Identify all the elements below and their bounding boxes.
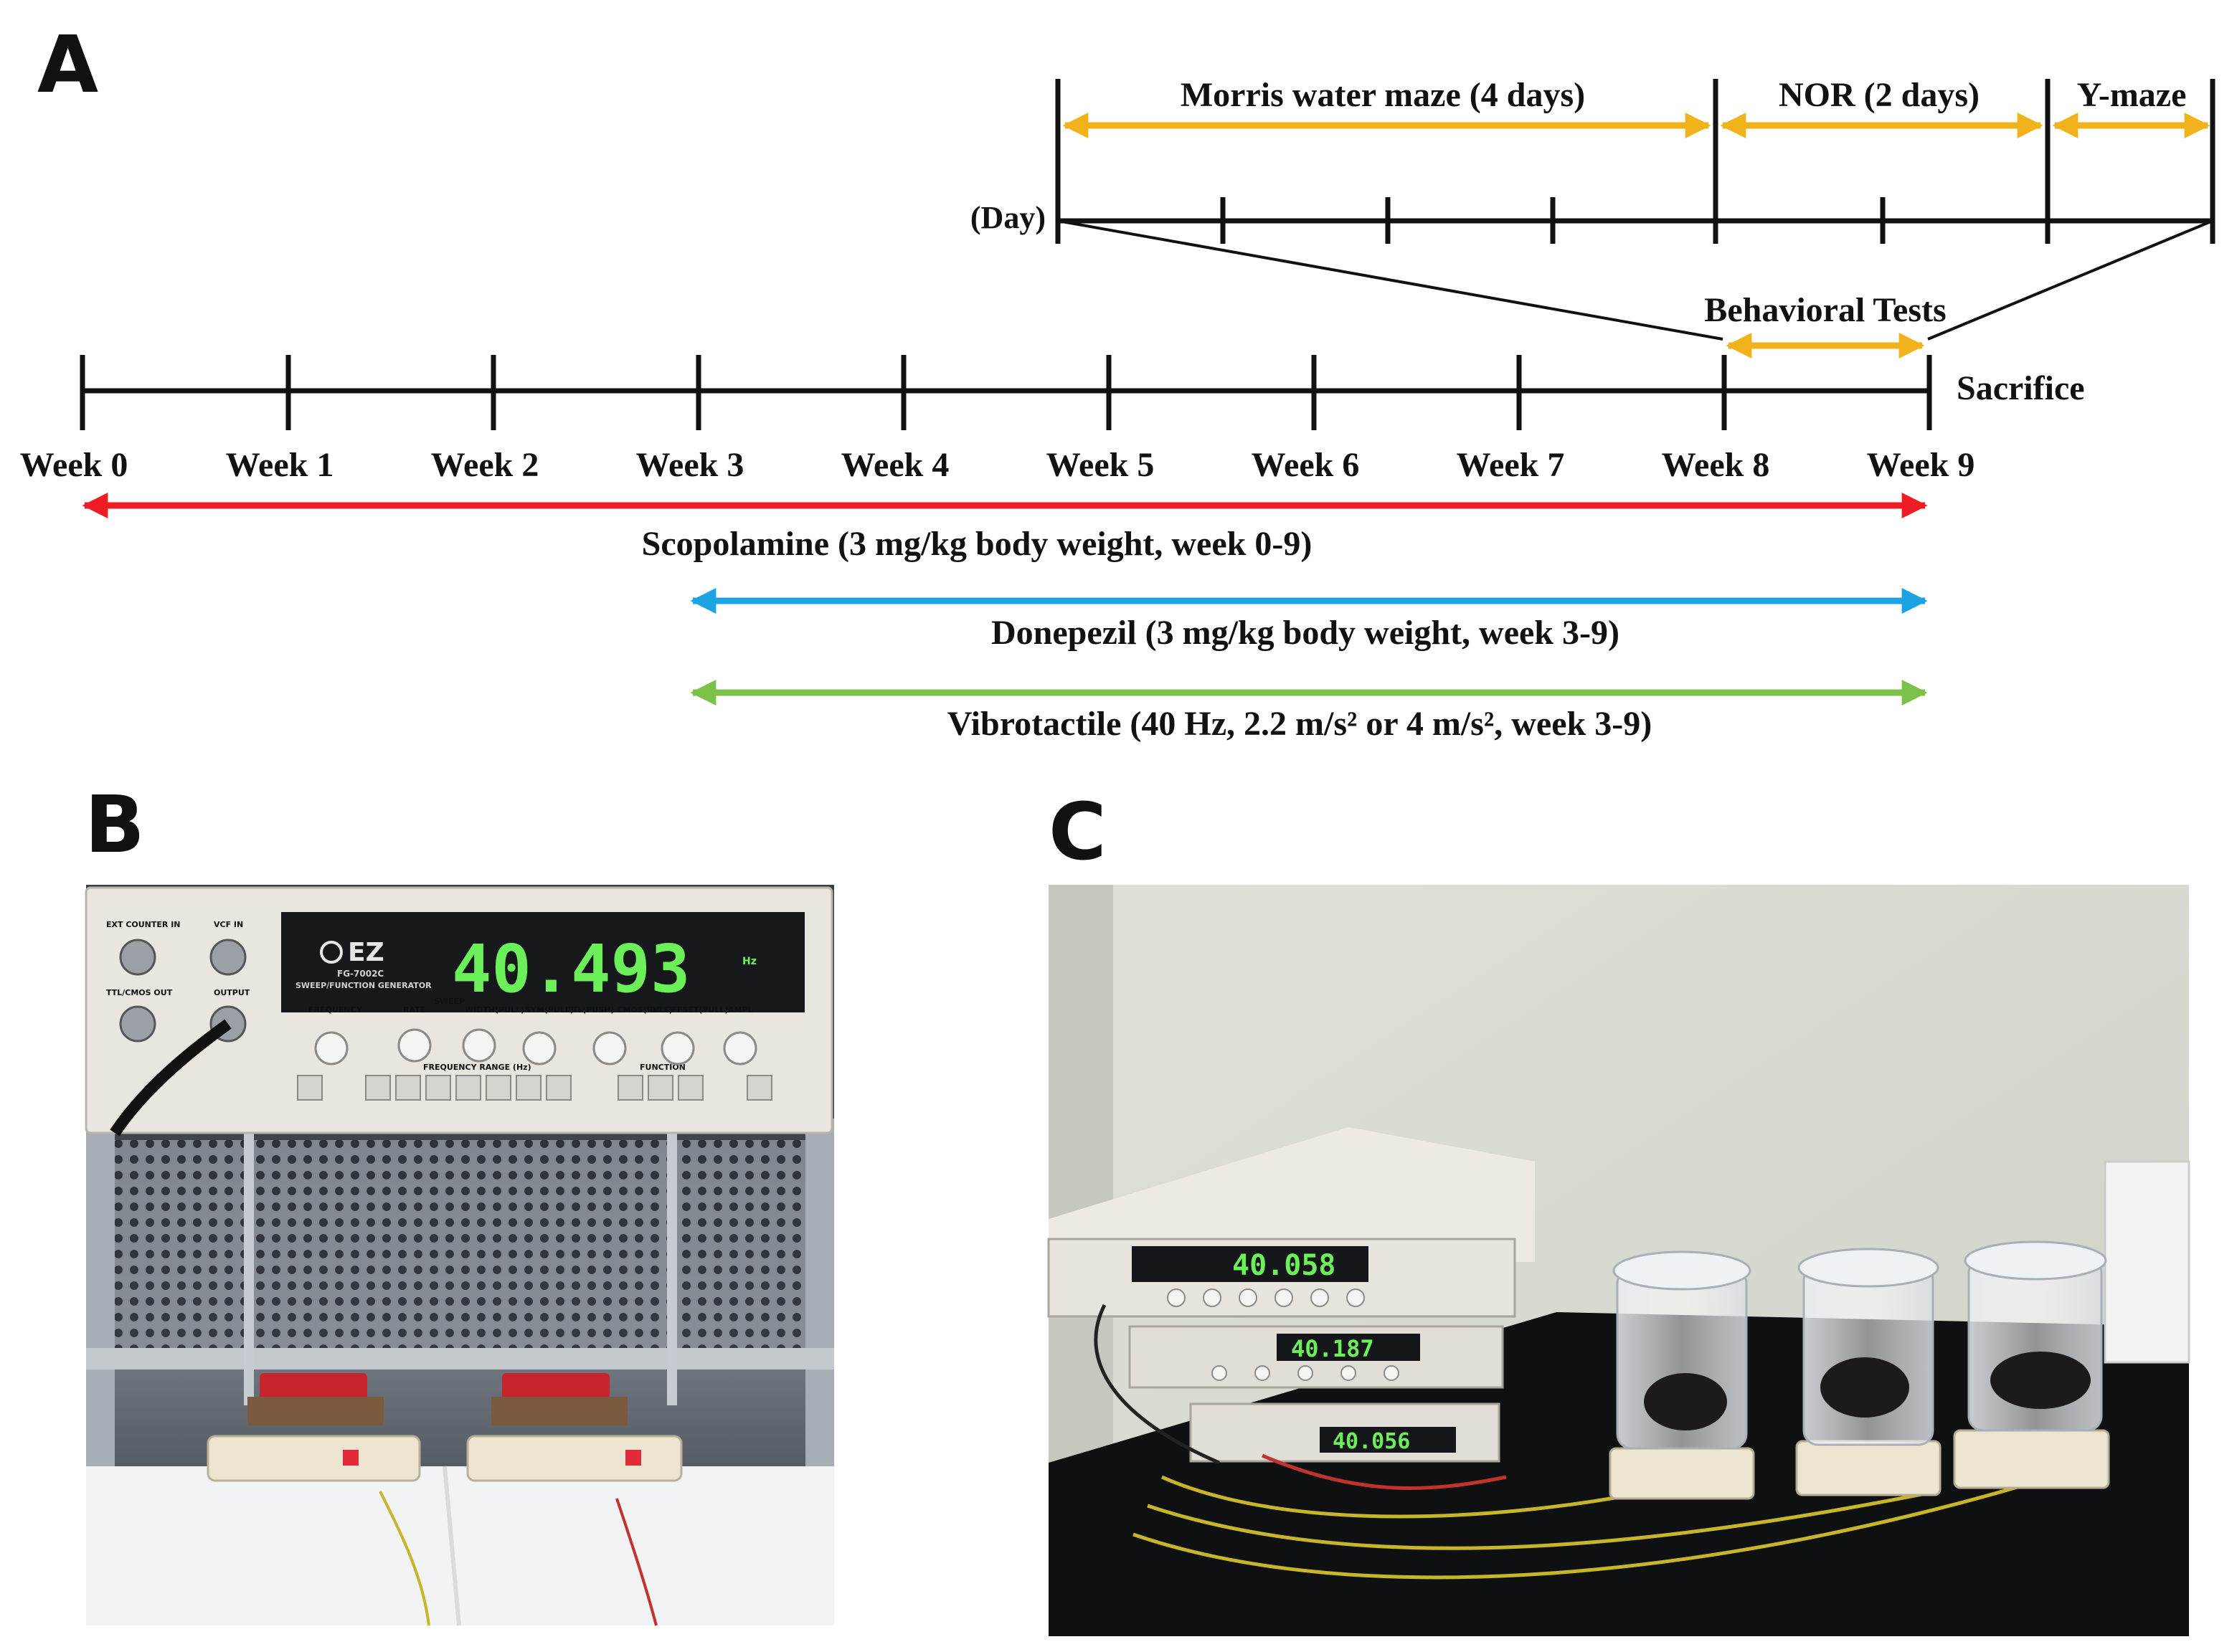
nor-label: NOR (2 days) <box>1779 76 1980 114</box>
week-label: Week 1 <box>226 446 334 484</box>
jack-label: VCF IN <box>214 920 243 929</box>
week-label: Week 9 <box>1867 446 1975 484</box>
knob-label: TTL(PUSH) CMOS(PULL) <box>567 1005 673 1015</box>
knob-label: WIDTH(PULL) <box>465 1005 524 1015</box>
zoom-line-left <box>1057 219 1723 341</box>
week-labels: Week 0 Week 1 Week 2 Week 3 Week 4 Week … <box>20 446 1975 484</box>
week-label: Week 8 <box>1662 446 1770 484</box>
photo-b-frame: EZ FG-7002C SWEEP/FUNCTION GENERATOR 40.… <box>85 885 834 1626</box>
weeks-axis <box>80 355 1932 430</box>
panel-label-c: C <box>1049 786 1107 878</box>
donepezil-label: Donepezil (3 mg/kg body weight, week 3-9… <box>991 614 1619 652</box>
model-subtitle: SWEEP/FUNCTION GENERATOR <box>295 981 432 990</box>
knob-label: AMPL <box>728 1005 753 1015</box>
generator-readout: 40.056 <box>1333 1429 1410 1454</box>
ez-logo-icon <box>320 941 343 964</box>
brand-label: EZ <box>348 938 384 967</box>
ymaze-label: Y-maze <box>2077 76 2187 114</box>
jack-label: TTL/CMOS OUT <box>106 988 173 997</box>
mouse-jar <box>1795 1248 1942 1496</box>
bnc-cable <box>110 1019 232 1136</box>
vibration-platform <box>466 1373 683 1482</box>
generator-stack: 40.058 40.187 40.056 <box>1047 1127 1535 1463</box>
behavioral-detail-axis <box>1055 79 2215 244</box>
mouse-jar <box>1953 1240 2110 1489</box>
knob-label: SYM(PULL) <box>525 1005 574 1015</box>
frequency-readout: 40.493 <box>452 931 690 1007</box>
sacrifice-label: Sacrifice <box>1957 369 2085 407</box>
scopolamine-label: Scopolamine (3 mg/kg body weight, week 0… <box>642 525 1313 563</box>
jack-label: OUTPUT <box>214 988 250 997</box>
knob-label: FREQUENCY <box>308 1005 363 1015</box>
panel-label-b: B <box>85 779 145 870</box>
week-label: Week 6 <box>1252 446 1360 484</box>
vibrotactile-label: Vibrotactile (40 Hz, 2.2 m/s² or 4 m/s²,… <box>947 705 1652 743</box>
knob-icon <box>314 1028 757 1065</box>
model-label: FG-7002C <box>337 969 384 979</box>
vibration-platform <box>207 1373 421 1482</box>
knob-label: SWEEP <box>434 997 465 1006</box>
panel-a-timeline: A (Day) Morris water maze (4 days) NOR (… <box>20 19 2215 743</box>
foam-block <box>86 1466 834 1625</box>
zoom-line-right <box>1927 219 2213 341</box>
knob-label: RATE <box>403 1005 425 1015</box>
panel-c-photo: C 40.058 40.187 40.056 <box>1047 786 2190 1636</box>
panel-b-photo: B <box>85 779 834 1626</box>
function-label: FUNCTION <box>640 1063 686 1072</box>
jack-label: EXT COUNTER IN <box>106 920 181 929</box>
morris-label: Morris water maze (4 days) <box>1181 76 1585 114</box>
mouse-jar <box>1609 1250 1755 1500</box>
week-label: Week 3 <box>636 446 744 484</box>
panel-label-a: A <box>37 19 98 110</box>
week-label: Week 0 <box>20 446 128 484</box>
week-label: Week 4 <box>841 446 950 484</box>
knob-labels: FREQUENCY RATE SWEEP WIDTH(PULL) SYM(PUL… <box>308 997 753 1072</box>
function-generator: EZ FG-7002C SWEEP/FUNCTION GENERATOR 40.… <box>85 886 833 1136</box>
range-label: FREQUENCY RANGE (Hz) <box>423 1063 531 1072</box>
behavioral-tests-label: Behavioral Tests <box>1704 291 1946 329</box>
week-label: Week 5 <box>1046 446 1155 484</box>
unit-label: Hz <box>742 956 757 967</box>
generator-readout: 40.187 <box>1291 1335 1374 1362</box>
week-label: Week 2 <box>431 446 539 484</box>
cables <box>1094 1304 2052 1580</box>
generator-readout: 40.058 <box>1232 1249 1336 1282</box>
knob-label: DC OFFSET(PULL) <box>650 1005 728 1015</box>
week-label: Week 7 <box>1457 446 1565 484</box>
day-label: (Day) <box>970 200 1046 235</box>
push-button <box>297 1075 772 1101</box>
photo-c-frame: 40.058 40.187 40.056 <box>1047 885 2190 1636</box>
